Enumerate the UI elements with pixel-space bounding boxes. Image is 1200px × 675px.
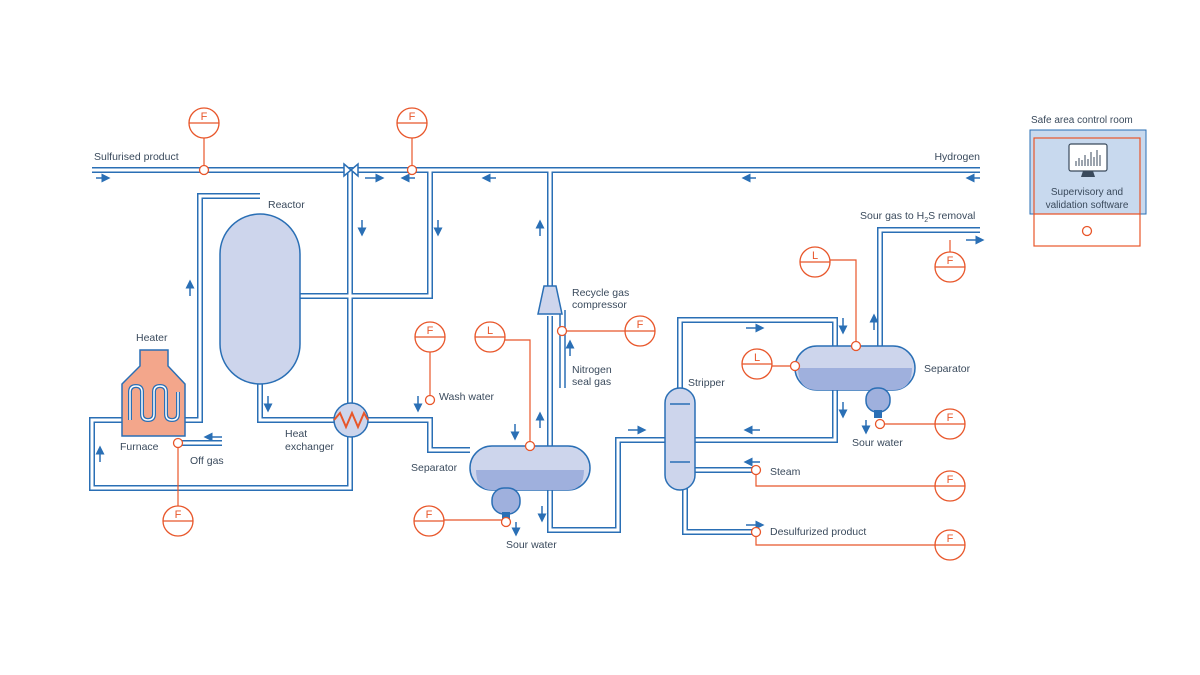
heat-exchanger <box>333 402 369 438</box>
instrument-l-separator-2-side[interactable]: L <box>741 348 773 380</box>
label-recycle-gas-1: Recycle gas <box>572 287 629 299</box>
software-line-2: validation software <box>1045 200 1129 211</box>
instrument-f-sulfurised[interactable]: F <box>188 107 220 139</box>
pipe-network <box>89 167 980 535</box>
label-separator-2: Separator <box>924 363 971 375</box>
control-room-panel <box>1029 129 1147 247</box>
svg-text:L: L <box>754 352 760 364</box>
label-hydrogen: Hydrogen <box>934 151 980 163</box>
instrument-f-nitrogen[interactable]: F <box>624 315 656 347</box>
label-heater: Heater <box>136 332 168 344</box>
svg-text:F: F <box>427 325 434 337</box>
svg-text:F: F <box>175 509 182 521</box>
svg-text:F: F <box>947 412 954 424</box>
label-sour-water-2: Sour water <box>852 437 903 449</box>
label-recycle-gas-2: compressor <box>572 299 627 311</box>
reactor-vessel <box>219 213 301 385</box>
svg-text:F: F <box>947 255 954 267</box>
diagram-labels: Sulfurised product Hydrogen Reactor Heat… <box>94 151 980 551</box>
svg-text:F: F <box>426 509 433 521</box>
signal-lines <box>177 138 951 546</box>
instrument-f-sour-gas[interactable]: F <box>934 251 966 283</box>
svg-text:L: L <box>812 250 818 262</box>
label-sour-water-1: Sour water <box>506 539 557 551</box>
svg-text:F: F <box>201 111 208 123</box>
label-sour-gas: Sour gas to H2S removal <box>860 210 975 224</box>
label-reactor: Reactor <box>268 199 305 211</box>
svg-text:F: F <box>637 319 644 331</box>
label-steam: Steam <box>770 466 801 478</box>
heater-furnace <box>121 349 186 437</box>
control-room-title: Safe area control room <box>1031 115 1133 126</box>
separator-1-vessel <box>469 445 591 520</box>
label-desulfurized-product: Desulfurized product <box>770 526 866 538</box>
svg-text:F: F <box>947 533 954 545</box>
instrument-f-wash-water[interactable]: F <box>414 321 446 353</box>
recycle-gas-compressor <box>537 285 563 315</box>
instrument-l-separator-1[interactable]: L <box>474 321 506 353</box>
control-room-software: Supervisory and validation software <box>1036 186 1138 212</box>
label-nitrogen-2: seal gas <box>572 376 611 388</box>
separator-2-vessel <box>794 345 916 418</box>
instrument-f-header[interactable]: F <box>396 107 428 139</box>
control-valve <box>343 162 359 178</box>
instrument-f-sour-water-1[interactable]: F <box>413 505 445 537</box>
stripper-column <box>664 387 696 491</box>
instrument-f-desulfurized[interactable]: F <box>934 529 966 561</box>
svg-text:F: F <box>947 474 954 486</box>
label-stripper: Stripper <box>688 377 725 389</box>
monitor-icon[interactable] <box>1068 143 1108 177</box>
label-off-gas: Off gas <box>190 455 224 467</box>
label-heat-exchanger-2: exchanger <box>285 441 335 453</box>
label-heat-exchanger-1: Heat <box>285 428 307 440</box>
instrument-f-steam[interactable]: F <box>934 470 966 502</box>
flow-arrows <box>95 173 985 537</box>
label-nitrogen-1: Nitrogen <box>572 364 612 376</box>
label-sulfurised-product: Sulfurised product <box>94 151 179 163</box>
label-wash-water: Wash water <box>439 391 495 403</box>
instrument-f-furnace[interactable]: F <box>162 505 194 537</box>
label-separator-1: Separator <box>411 462 458 474</box>
svg-text:L: L <box>487 325 493 337</box>
instrument-f-sour-water-2[interactable]: F <box>934 408 966 440</box>
label-furnace: Furnace <box>120 441 159 453</box>
control-room-sensor <box>1081 225 1093 237</box>
instrument-l-separator-2-top[interactable]: L <box>799 246 831 278</box>
svg-text:F: F <box>409 111 416 123</box>
software-line-1: Supervisory and <box>1050 187 1124 198</box>
sensor-points <box>172 164 886 538</box>
